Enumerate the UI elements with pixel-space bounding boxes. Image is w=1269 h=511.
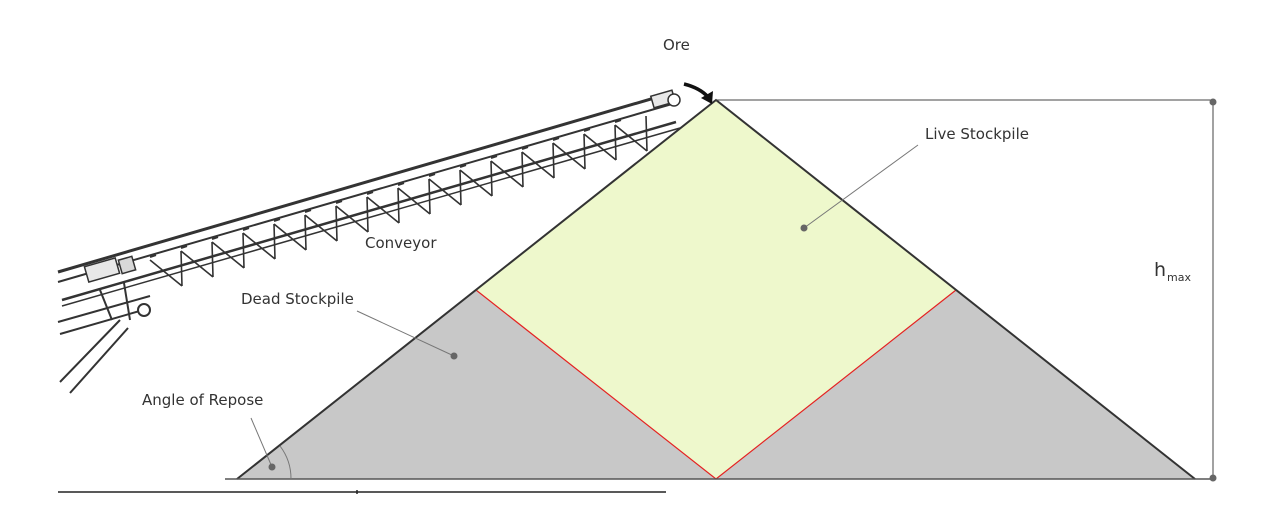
dead-stockpile-leader [356,310,455,357]
live-stockpile-dot [800,224,808,232]
dimension-bottom-dot [1209,474,1217,482]
angle-of-repose-arc [279,445,292,480]
conveyor-label: Conveyor [365,234,437,252]
dead-stockpile-label: Dead Stockpile [241,290,354,308]
angle-of-repose-dot [268,463,276,471]
ore-arrowhead-icon [701,91,713,104]
dead-stockpile-dot [450,352,458,360]
angle-of-repose-leader [250,417,273,468]
dimension-top-dot [1209,98,1217,106]
angle-of-repose-label: Angle of Repose [142,391,263,409]
ore-arrow [683,82,710,99]
ore-label: Ore [663,36,690,54]
live-stockpile-leader [803,144,919,229]
conveyor [57,89,681,394]
h-max-label: hmax [1154,259,1192,284]
live-stockpile-label: Live Stockpile [925,125,1029,143]
